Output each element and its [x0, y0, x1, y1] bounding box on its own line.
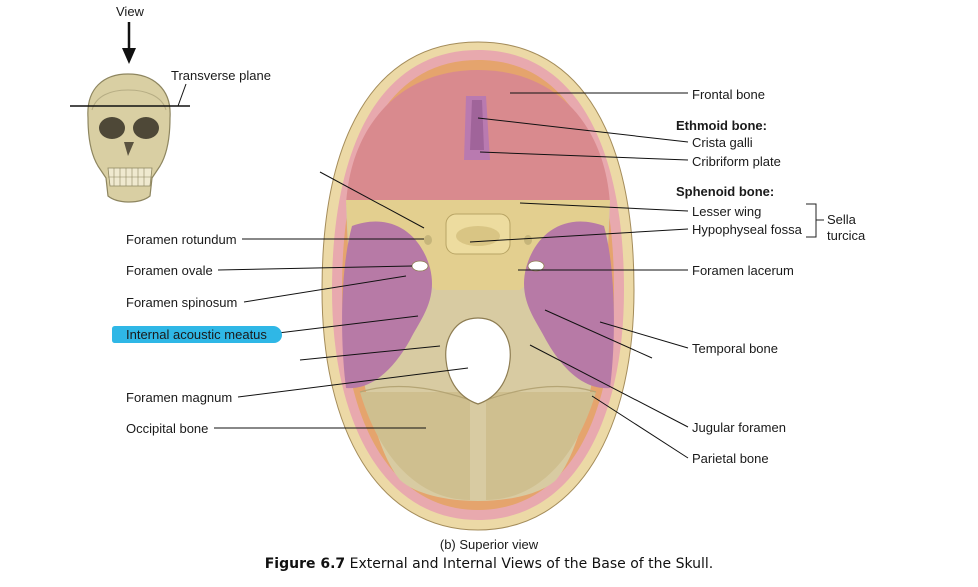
transverse-plane-label: Transverse plane	[171, 68, 271, 83]
label-internal-acoustic-meatus: Internal acoustic meatus	[126, 327, 267, 342]
label-foramen-magnum: Foramen magnum	[126, 390, 233, 405]
label-sphenoid-bone: Sphenoid bone:	[676, 184, 775, 199]
label-jugular-foramen: Jugular foramen	[692, 420, 786, 435]
label-hypophyseal-fossa: Hypophyseal fossa	[692, 222, 802, 237]
label-foramen-rotundum: Foramen rotundum	[126, 232, 237, 247]
view-label: View	[116, 4, 144, 19]
label-lesser-wing: Lesser wing	[692, 204, 762, 219]
figure-number: Figure 6.7	[264, 556, 346, 572]
small-skull-anterior-view	[87, 73, 171, 203]
highlight-marker	[112, 326, 282, 343]
label-parietal-bone: Parietal bone	[692, 451, 769, 466]
label-sella-turcica: Sella turcica	[827, 212, 866, 243]
label-frontal-bone: Frontal bone	[692, 87, 765, 102]
transverse-leader	[177, 83, 187, 107]
label-foramen-spinosum: Foramen spinosum	[126, 295, 238, 310]
label-foramen-lacerum: Foramen lacerum	[692, 263, 794, 278]
label-ethmoid-bone: Ethmoid bone:	[676, 118, 767, 133]
label-temporal-bone: Temporal bone	[692, 341, 778, 356]
sella-turcica-bracket	[806, 203, 817, 238]
leader-lines	[214, 92, 689, 459]
label-foramen-ovale: Foramen ovale	[126, 263, 213, 278]
view-arrow-icon	[122, 22, 136, 64]
label-occipital-bone: Occipital bone	[126, 421, 209, 436]
figure-title: External and Internal Views of the Base …	[349, 556, 714, 572]
figure-caption: Figure 6.7 External and Internal Views o…	[0, 556, 978, 572]
label-cribriform-plate: Cribriform plate	[692, 154, 781, 169]
skull-base-superior	[321, 41, 635, 531]
subcaption: (b) Superior view	[439, 537, 539, 552]
label-crista-galli: Crista galli	[692, 135, 753, 150]
